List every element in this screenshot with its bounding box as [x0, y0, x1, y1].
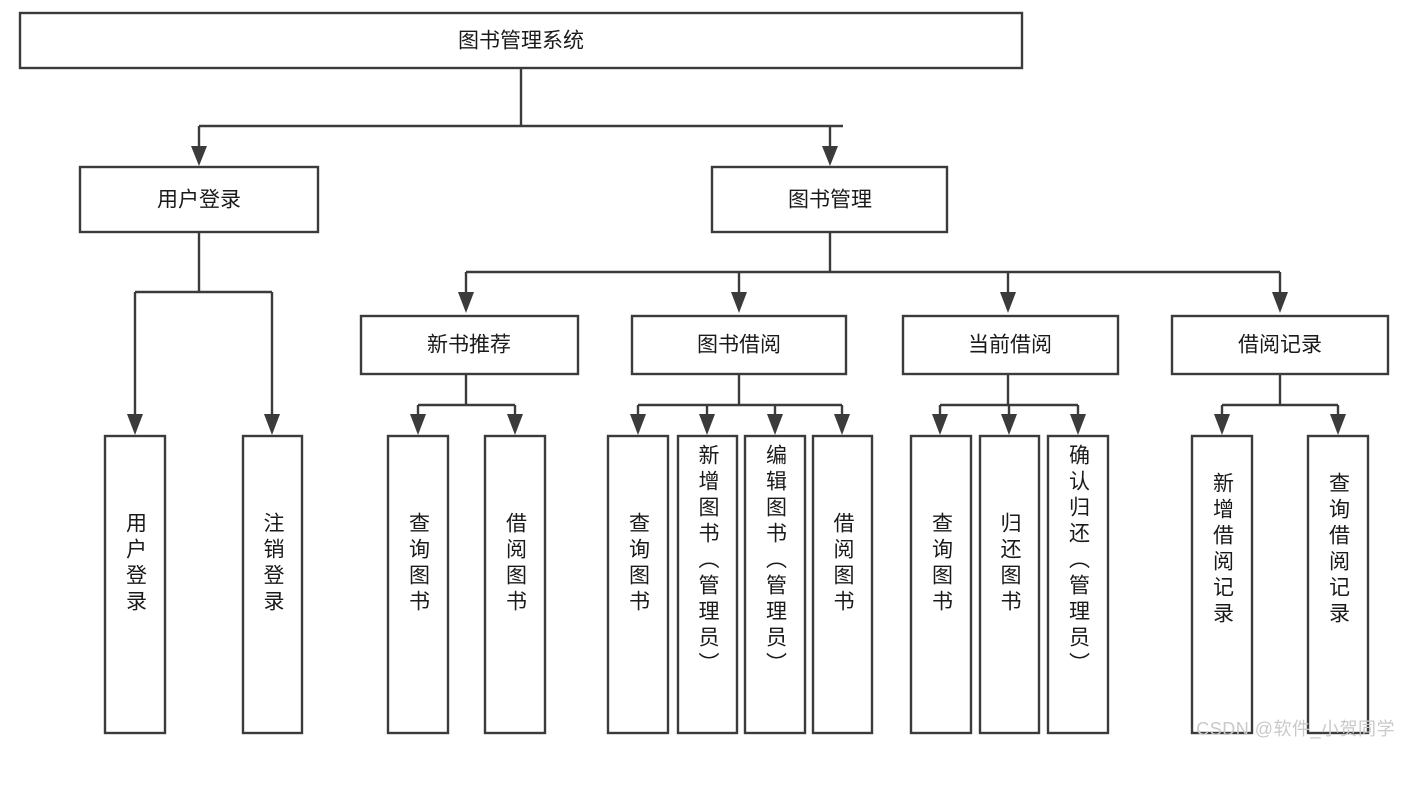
node-label-root: 图书管理系统	[458, 30, 584, 53]
leaf-box-query-book-3[interactable]	[909, 434, 973, 735]
connector-currentborrow-to-leaves	[932, 375, 1086, 435]
leaf-box-return-book[interactable]	[978, 434, 1041, 735]
leaf-box-user-login[interactable]	[103, 434, 167, 735]
leaf-box-edit-book[interactable]	[743, 434, 807, 735]
connector-bookmgmt-to-level3	[458, 232, 1288, 313]
node-label-borrow-record: 借阅记录	[1238, 334, 1322, 357]
watermark-text: CSDN @软件_小贺同学	[1196, 719, 1395, 739]
node-book-borrow[interactable]: 图书借阅	[630, 314, 848, 376]
node-label-new-book-recommend: 新书推荐	[427, 334, 511, 357]
flowchart-svg: 图书管理系统 用户登录 图书管理 新书推荐 图书借阅 当前借阅 借阅记录	[18, 11, 1390, 735]
node-label-book-borrow: 图书借阅	[697, 334, 781, 357]
leaf-box-query-record[interactable]	[1306, 434, 1370, 735]
node-user-login[interactable]: 用户登录	[78, 165, 320, 234]
node-book-management[interactable]: 图书管理	[710, 165, 949, 234]
leaf-box-logout[interactable]	[241, 434, 304, 735]
node-borrow-record[interactable]: 借阅记录	[1170, 314, 1390, 376]
leaf-box-query-book-2[interactable]	[606, 434, 670, 735]
node-label-user-login: 用户登录	[157, 189, 241, 212]
node-current-borrow[interactable]: 当前借阅	[901, 314, 1120, 376]
leaf-box-query-book-1[interactable]	[386, 434, 450, 735]
leaf-box-add-record[interactable]	[1190, 434, 1254, 735]
leaf-box-add-book[interactable]	[676, 434, 739, 735]
leaf-box-borrow-book-2[interactable]	[811, 434, 874, 735]
connector-userlogin-to-leaves	[127, 232, 280, 435]
leaf-box-borrow-book-1[interactable]	[483, 434, 547, 735]
connector-bookborrow-to-leaves	[630, 375, 850, 435]
node-label-book-management: 图书管理	[788, 189, 872, 212]
node-new-book-recommend[interactable]: 新书推荐	[359, 314, 580, 376]
connector-newbook-to-leaves	[410, 375, 523, 435]
diagram-canvas: 图书管理系统 用户登录 图书管理 新书推荐 图书借阅 当前借阅 借阅记录	[18, 11, 1395, 739]
connector-borrowrecord-to-leaves	[1214, 375, 1346, 435]
connector-root-to-level2	[191, 68, 843, 166]
leaf-box-confirm-return[interactable]	[1046, 434, 1110, 735]
node-root-system[interactable]: 图书管理系统	[18, 11, 1024, 70]
node-label-current-borrow: 当前借阅	[968, 334, 1052, 357]
